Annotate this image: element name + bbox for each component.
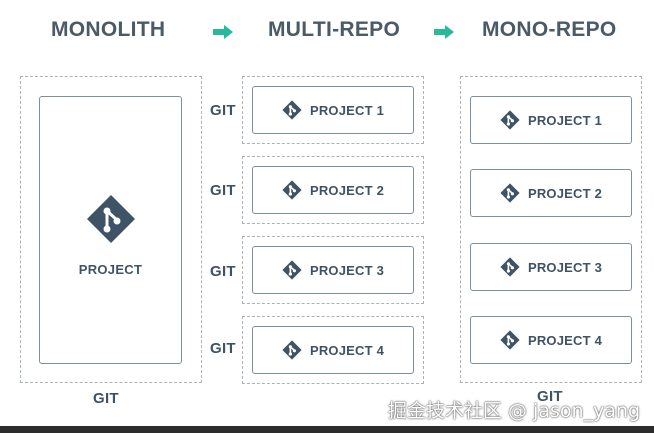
mono-repo-project-box-2: PROJECT 2 bbox=[470, 169, 632, 217]
project-label: PROJECT 3 bbox=[527, 259, 603, 275]
mono-repo-container bbox=[460, 76, 642, 383]
monolith-project-label: PROJECT bbox=[78, 261, 143, 277]
monolith-project-box: PROJECT bbox=[39, 96, 182, 364]
multi-repo-git-label-2: GIT bbox=[210, 182, 236, 199]
right-arrow-icon bbox=[213, 25, 233, 39]
bottom-edge-bar bbox=[0, 426, 654, 433]
git-logo-icon bbox=[282, 180, 302, 200]
mono-repo-project-box-1: PROJECT 1 bbox=[470, 96, 632, 144]
multi-repo-project-box-3: PROJECT 3 bbox=[252, 246, 414, 294]
watermark-text: 掘金技术社区 @ jason_yang bbox=[388, 400, 641, 422]
git-logo-icon bbox=[500, 110, 520, 130]
monolith-git-label: GIT bbox=[93, 390, 119, 407]
git-logo-icon bbox=[500, 183, 520, 203]
right-arrow-icon bbox=[434, 25, 454, 39]
mono-repo-heading: MONO-REPO bbox=[482, 18, 617, 41]
monolith-repo-container bbox=[20, 76, 202, 383]
mono-repo-project-box-3: PROJECT 3 bbox=[470, 243, 632, 291]
git-logo-icon bbox=[282, 100, 302, 120]
mono-repo-git-label: GIT bbox=[537, 388, 563, 405]
mono-repo-project-box-4: PROJECT 4 bbox=[470, 316, 632, 364]
git-logo-icon bbox=[500, 330, 520, 350]
multi-repo-container-1 bbox=[242, 76, 424, 144]
multi-repo-container-4 bbox=[242, 316, 424, 384]
project-label: PROJECT 3 bbox=[309, 262, 385, 278]
project-label: PROJECT 4 bbox=[309, 342, 385, 358]
git-logo-icon bbox=[282, 340, 302, 360]
git-logo-icon bbox=[86, 194, 135, 243]
multi-repo-git-label-1: GIT bbox=[210, 102, 236, 119]
project-label: PROJECT 4 bbox=[527, 332, 603, 348]
project-label: PROJECT 1 bbox=[527, 112, 603, 128]
multi-repo-project-box-2: PROJECT 2 bbox=[252, 166, 414, 214]
multi-repo-heading: MULTI-REPO bbox=[268, 18, 401, 41]
project-label: PROJECT 2 bbox=[309, 182, 385, 198]
monolith-heading: MONOLITH bbox=[51, 18, 166, 41]
multi-repo-project-box-4: PROJECT 4 bbox=[252, 326, 414, 374]
project-label: PROJECT 1 bbox=[309, 102, 385, 118]
git-logo-icon bbox=[282, 260, 302, 280]
multi-repo-git-label-3: GIT bbox=[210, 263, 236, 280]
project-label: PROJECT 2 bbox=[527, 185, 603, 201]
git-logo-icon bbox=[500, 257, 520, 277]
multi-repo-container-3 bbox=[242, 236, 424, 304]
multi-repo-project-box-1: PROJECT 1 bbox=[252, 86, 414, 134]
multi-repo-container-2 bbox=[242, 156, 424, 224]
multi-repo-git-label-4: GIT bbox=[210, 340, 236, 357]
